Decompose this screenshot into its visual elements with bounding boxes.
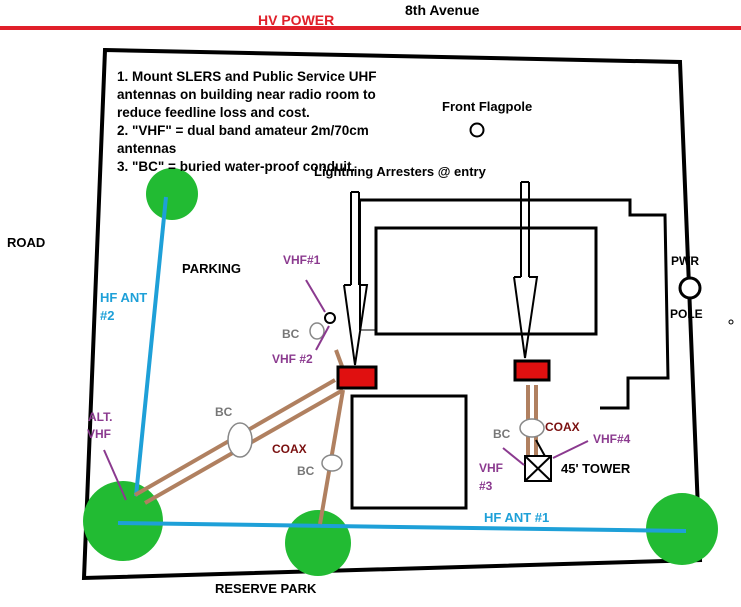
notes-block: 1. Mount SLERS and Public Service UHF an…: [117, 68, 417, 176]
note-2: 2. "VHF" = dual band amateur 2m/70cm ant…: [117, 123, 369, 156]
hv-power-label: HV POWER: [258, 12, 334, 28]
arrester-arrow-right: [513, 181, 539, 359]
coax-label-left: COAX: [272, 442, 307, 456]
road-label: ROAD: [7, 235, 45, 250]
vhf1-label: VHF#1: [283, 253, 321, 267]
vhf2-pointer: [315, 325, 330, 351]
tree-top-left: [146, 168, 198, 220]
note-1: 1. Mount SLERS and Public Service UHF an…: [117, 69, 377, 120]
building: [350, 198, 670, 510]
vhf3-pointer: [502, 447, 525, 466]
arrester-arrow-left: [343, 191, 369, 366]
vhf4-pointer: [552, 440, 589, 459]
vhf3-label-line2: #3: [479, 479, 493, 493]
tree-bottom-middle: [285, 510, 351, 576]
hf-ant-2-label-line1: HF ANT: [100, 290, 147, 305]
vhf2-label: VHF #2: [272, 352, 313, 366]
building-main-block: [374, 226, 598, 336]
front-flagpole-icon: [469, 122, 485, 138]
reserve-park-label: RESERVE PARK: [215, 581, 317, 596]
hf-ant-2-label-line2: #2: [100, 308, 114, 323]
vhf1-pointer: [305, 279, 326, 313]
bc-label-vhf2: BC: [282, 327, 300, 341]
pwr-label: PWR: [671, 254, 699, 268]
bc-conduit-left: [227, 422, 253, 458]
bc-conduit-vhf2: [309, 322, 325, 340]
power-pole-icon: [678, 276, 702, 300]
lightning-arrester-left: [336, 365, 378, 390]
coax-label-right: COAX: [545, 420, 580, 434]
bc-conduit-lower: [321, 454, 343, 472]
tree-bottom-left: [83, 481, 163, 561]
hf-ant-1-wire: [117, 521, 687, 533]
alt-vhf-label-line1: ALT.: [88, 410, 112, 424]
building-lower-block: [350, 394, 468, 510]
vhf1-antenna-mount: [324, 312, 336, 324]
street-8th-avenue: 8th Avenue: [405, 2, 480, 18]
dot-marker: [728, 319, 734, 325]
vhf3-label-line1: VHF: [479, 461, 503, 475]
bc-label-lower: BC: [297, 464, 315, 478]
lightning-arresters-label: Lightning Arresters @ entry: [314, 164, 487, 179]
front-flagpole-label: Front Flagpole: [442, 99, 532, 114]
hf-ant-1-label: HF ANT #1: [484, 510, 549, 525]
bc-label-left: BC: [215, 405, 233, 419]
alt-vhf-pointer: [103, 449, 127, 501]
note-3: 3. "BC" = buried water-proof conduit.: [117, 159, 356, 174]
vhf4-label: VHF#4: [593, 432, 631, 446]
tower-icon: [524, 455, 552, 482]
alt-vhf-label-line2: VHF: [87, 427, 111, 441]
coax-runs: [134, 349, 538, 525]
bc-conduit-tower: [519, 418, 545, 438]
hf-ant-2-wire: [134, 196, 168, 497]
bc-label-tower: BC: [493, 427, 511, 441]
tower-label: 45' TOWER: [561, 461, 631, 476]
pole-label: POLE: [670, 307, 703, 321]
parking-label: PARKING: [182, 261, 241, 276]
lightning-arrester-right: [513, 359, 551, 382]
